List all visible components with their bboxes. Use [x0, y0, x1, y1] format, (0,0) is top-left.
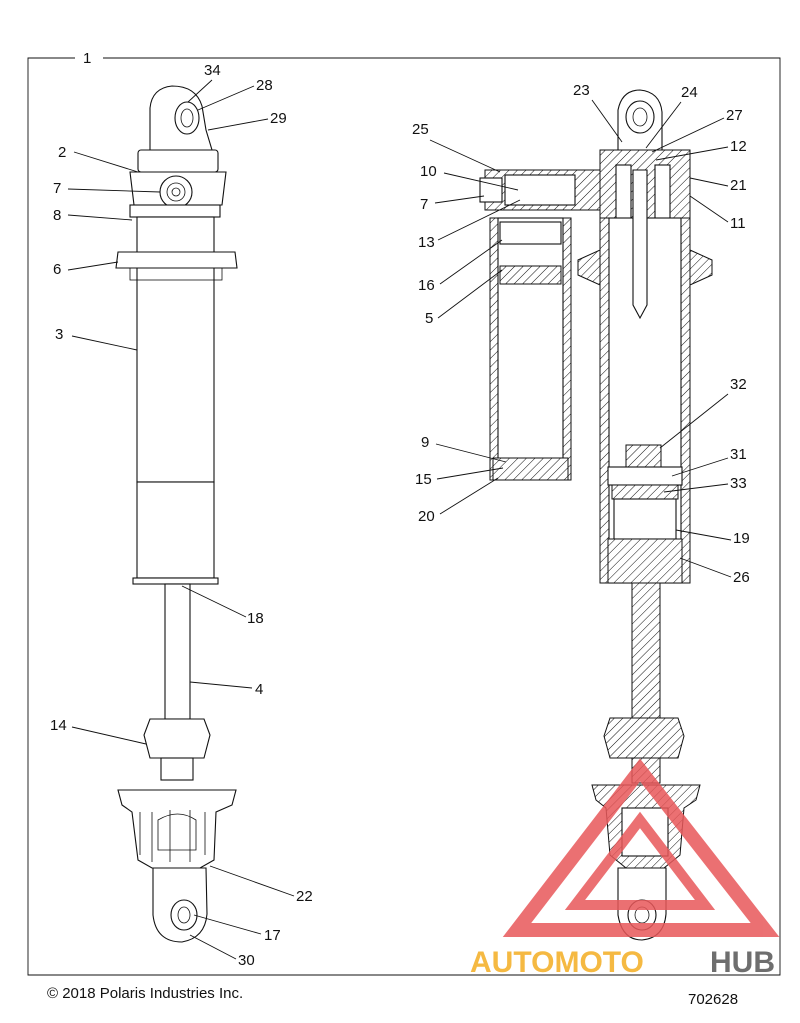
watermark-text-automoto: AUTOMOTO	[470, 946, 644, 979]
callout-33: 33	[730, 475, 747, 492]
right-shock-cross-section	[479, 89, 713, 941]
callout-17: 17	[264, 927, 281, 944]
callout-16: 16	[418, 277, 435, 294]
callout-9: 9	[421, 434, 429, 451]
callout-3: 3	[55, 326, 63, 343]
callout-7-left: 7	[53, 180, 61, 197]
callout-labels: 1 34 28 29 2 7 8 6 3 18 4 14 22 17 30 23…	[50, 50, 750, 969]
automotohub-watermark: AUTOMOTO HUB	[470, 758, 780, 979]
callout-19: 19	[733, 530, 750, 547]
diagram-frame	[27, 57, 781, 976]
callout-2: 2	[58, 144, 66, 161]
callout-25: 25	[412, 121, 429, 138]
callout-28: 28	[256, 77, 273, 94]
callout-6: 6	[53, 261, 61, 278]
callout-27: 27	[726, 107, 743, 124]
callout-14: 14	[50, 717, 67, 734]
callout-13: 13	[418, 234, 435, 251]
callout-5: 5	[425, 310, 433, 327]
callout-12: 12	[730, 138, 747, 155]
callout-34: 34	[204, 62, 221, 79]
callout-29: 29	[270, 110, 287, 127]
callout-4: 4	[255, 681, 263, 698]
callout-26: 26	[733, 569, 750, 586]
callout-22: 22	[296, 888, 313, 905]
callout-10: 10	[420, 163, 437, 180]
callout-24: 24	[681, 84, 698, 101]
callout-20: 20	[418, 508, 435, 525]
watermark-text-hub: HUB	[710, 946, 775, 979]
callout-7-right: 7	[420, 196, 428, 213]
callout-15: 15	[415, 471, 432, 488]
watermark-logo	[502, 758, 780, 937]
callout-1: 1	[83, 50, 91, 67]
callout-21: 21	[730, 177, 747, 194]
left-shock-exterior	[115, 85, 238, 943]
callout-11: 11	[730, 215, 746, 232]
callout-32: 32	[730, 376, 747, 393]
callout-31: 31	[730, 446, 747, 463]
diagram-number: 702628	[688, 991, 738, 1008]
callout-18: 18	[247, 610, 264, 627]
callout-23: 23	[573, 82, 590, 99]
callout-8: 8	[53, 207, 61, 224]
callout-30: 30	[238, 952, 255, 969]
copyright-text: © 2018 Polaris Industries Inc.	[47, 985, 243, 1002]
